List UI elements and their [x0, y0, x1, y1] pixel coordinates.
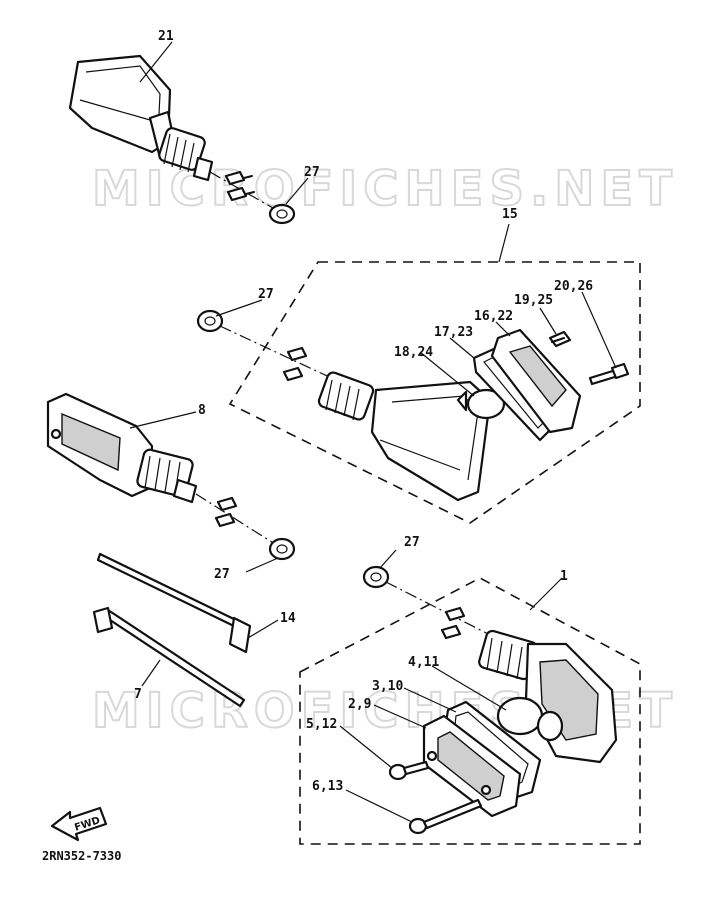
- bulb-terminal-21: [224, 170, 255, 202]
- nut-27-middle: [268, 537, 296, 561]
- leader-lines: [129, 41, 617, 823]
- leader-15: [498, 223, 510, 263]
- callout-20-26: 20,26: [554, 279, 593, 294]
- callout-4-11: 4,11: [408, 655, 439, 670]
- bulb-terminal-1: [440, 606, 466, 640]
- callout-1: 1: [560, 569, 568, 584]
- band-7: [92, 606, 246, 708]
- screw-5-12: [388, 760, 430, 781]
- bulb-18-24: [456, 388, 506, 420]
- forward-arrow-icon: FWD: [50, 806, 108, 842]
- band-14: [96, 552, 252, 654]
- callout-14: 14: [280, 611, 296, 626]
- group-box-15: [228, 261, 641, 524]
- callout-7: 7: [134, 687, 142, 702]
- axis-line-8: [195, 493, 279, 547]
- bulb-terminal-8: [214, 496, 238, 528]
- axis-line-15: [219, 325, 341, 383]
- callout-21: 21: [158, 29, 174, 44]
- callout-15: 15: [502, 207, 518, 222]
- axis-line-21: [209, 171, 281, 213]
- nut-27-upper: [196, 309, 224, 333]
- bulb-4-11: [496, 696, 564, 742]
- callout-16-22: 16,22: [474, 309, 513, 324]
- diagram-code: 2RN352-7330: [42, 849, 121, 863]
- callout-19-25: 19,25: [514, 293, 553, 308]
- bulb-terminal-15: [282, 346, 308, 382]
- callout-27-upper: 27: [258, 287, 274, 302]
- callout-6-13: 6,13: [312, 779, 343, 794]
- callout-2-9: 2,9: [348, 697, 371, 712]
- callout-27-top: 27: [304, 165, 320, 180]
- callout-27-lower: 27: [404, 535, 420, 550]
- callout-3-10: 3,10: [372, 679, 403, 694]
- callout-5-12: 5,12: [306, 717, 337, 732]
- screw-20-26: [588, 362, 630, 386]
- flasher-assembly-15: [317, 371, 492, 502]
- nut-27-lower: [362, 565, 390, 589]
- screw-6-13: [408, 798, 483, 835]
- flasher-assembly-21: [68, 54, 214, 182]
- lens-16-22: [490, 328, 582, 434]
- flasher-assembly-8: [46, 392, 198, 504]
- screw-19-25: [548, 330, 572, 348]
- callout-27-middle: 27: [214, 567, 230, 582]
- callout-18-24: 18,24: [394, 345, 433, 360]
- callout-17-23: 17,23: [434, 325, 473, 340]
- nut-27-top: [268, 203, 296, 225]
- callout-8: 8: [198, 403, 206, 418]
